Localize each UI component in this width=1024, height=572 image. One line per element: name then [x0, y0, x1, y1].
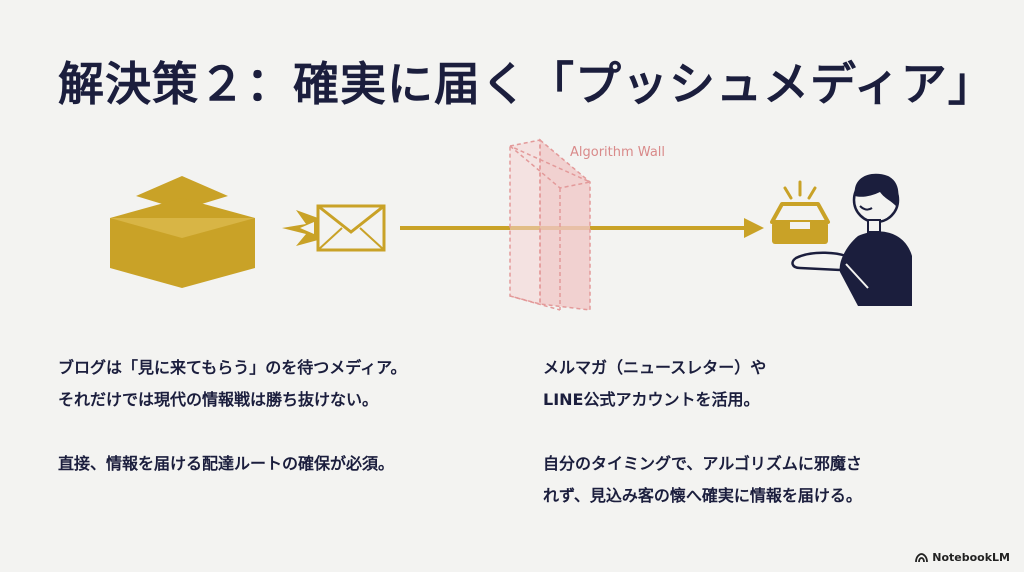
inbox-tray-icon — [770, 180, 830, 244]
right-line-1: メルマガ（ニュースレター）や — [543, 358, 767, 377]
left-line-2: それだけでは現代の情報戦は勝ち抜けない。 — [58, 390, 379, 409]
left-line-1: ブログは「見に来てもらう」のを待つメディア。 — [58, 358, 407, 377]
right-text-column: メルマガ（ニュースレター）や LINE公式アカウントを活用。 自分のタイミングで… — [543, 352, 862, 512]
brand-label: NotebookLM — [932, 551, 1010, 564]
left-text-column: ブログは「見に来てもらう」のを待つメディア。 それだけでは現代の情報戦は勝ち抜け… — [58, 352, 406, 480]
right-line-3: 自分のタイミングで、アルゴリズムに邪魔さ — [543, 454, 862, 473]
building-block-icon — [110, 176, 255, 288]
algorithm-wall-label: Algorithm Wall — [570, 145, 666, 160]
slide-title: 解決策２：確実に届く「プッシュメディア」 — [58, 57, 995, 111]
notebooklm-logo-icon — [915, 552, 929, 562]
algorithm-wall-icon — [509, 138, 593, 311]
left-line-3: 直接、情報を届ける配達ルートの確保が必須。 — [58, 454, 395, 473]
right-line-2: LINE公式アカウントを活用。 — [543, 390, 760, 409]
person-icon — [791, 173, 912, 306]
brand-watermark: NotebookLM — [915, 551, 1010, 564]
right-line-4: れず、見込み客の懐へ確実に情報を届ける。 — [543, 486, 862, 505]
rocket-envelope-icon — [282, 204, 386, 252]
